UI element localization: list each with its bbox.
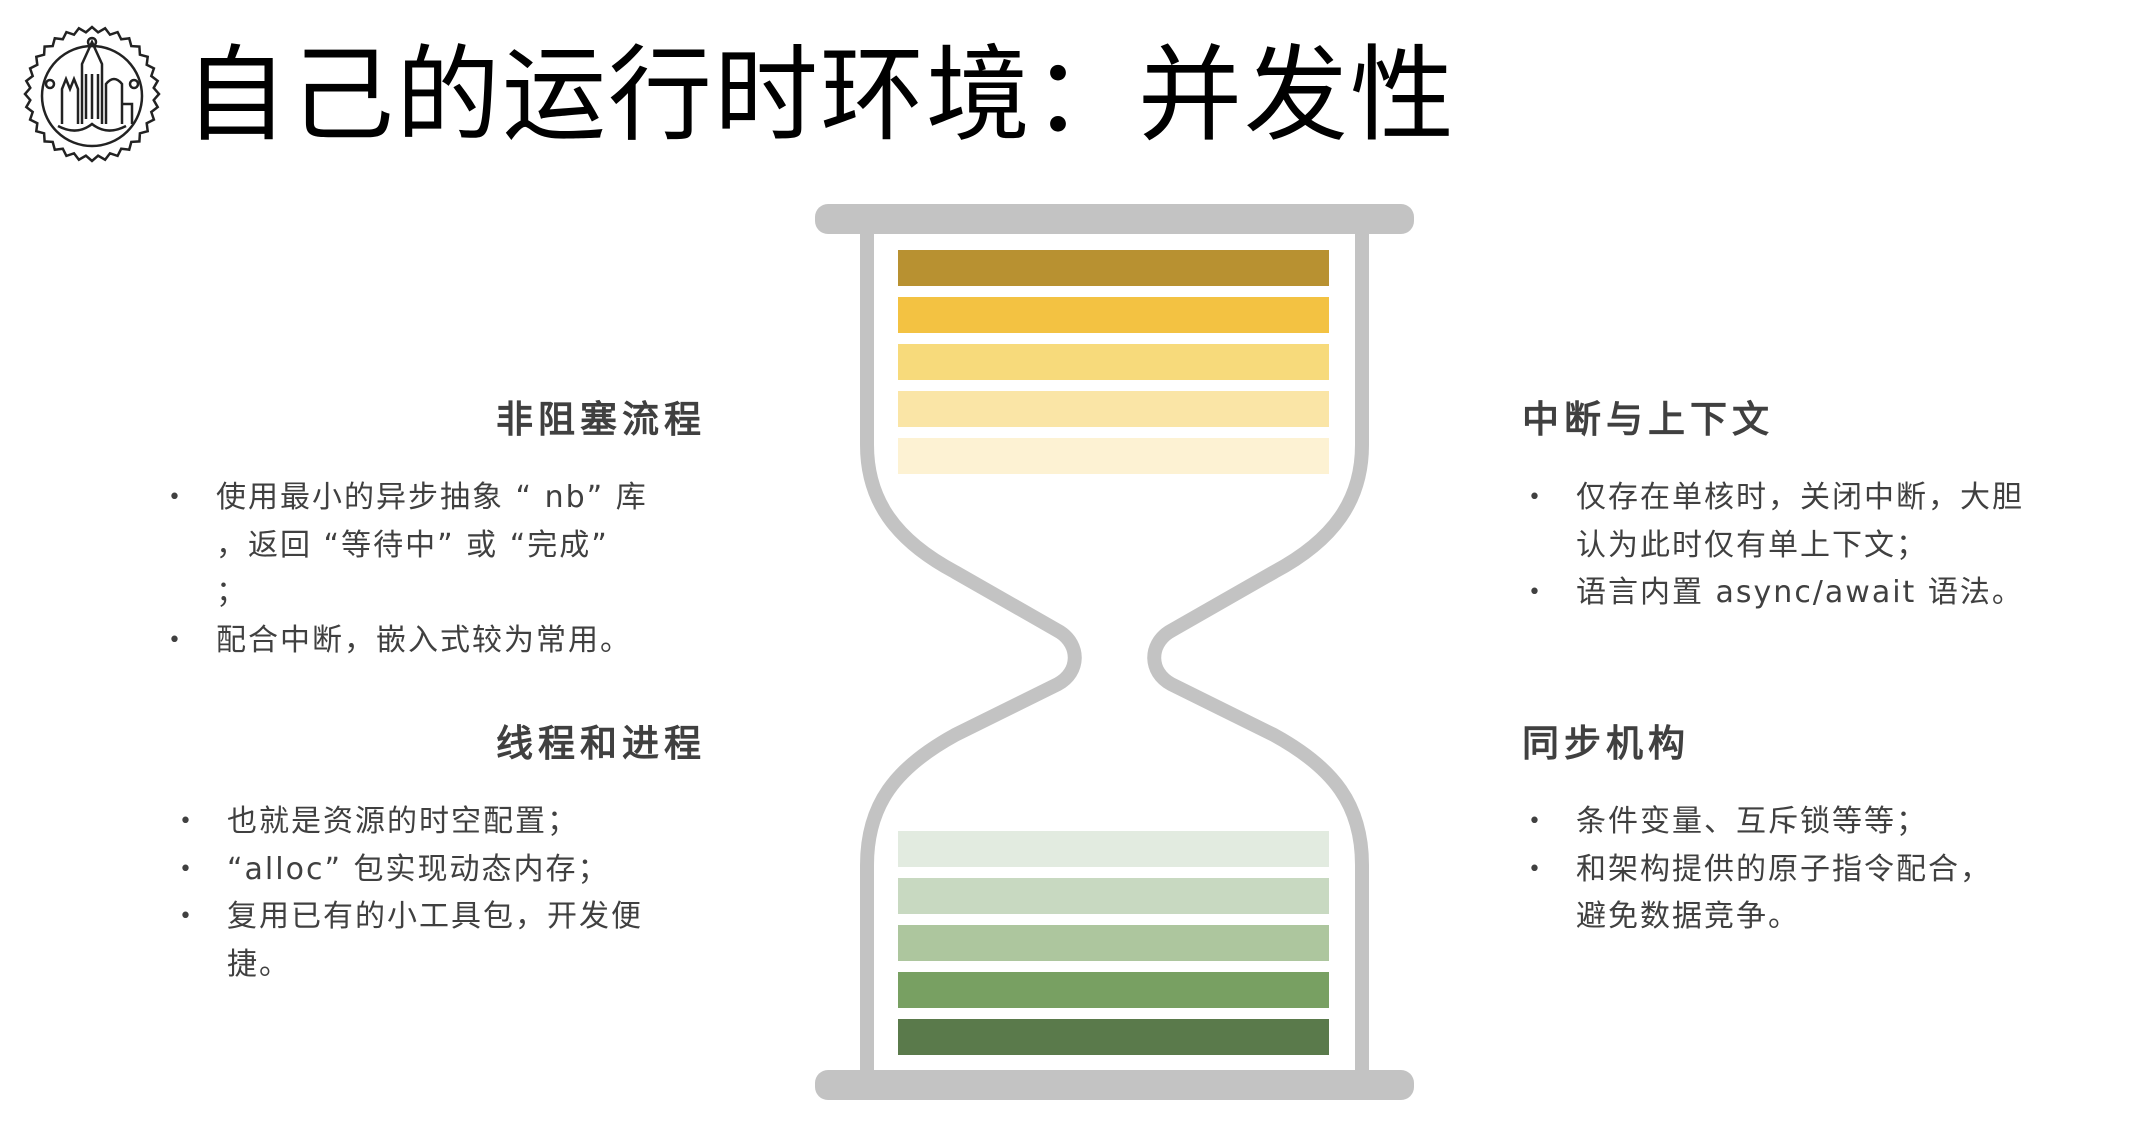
bullet-text: 认为此时仅有单上下文；: [1576, 527, 1928, 563]
sand-bar-top: [898, 344, 1329, 380]
hourglass-top-cap: [815, 204, 1414, 234]
list-interrupts: • 仅存在单核时，关闭中断，大胆认为此时仅有单上下文； • 语言内置 async/aw…: [1528, 474, 2024, 617]
bottom-sand-bars: [898, 831, 1329, 1055]
bullet-item: • 使用最小的异步抽象 “ nb” 库 ，返回 “等待中” 或 “完成” ；: [168, 474, 648, 617]
hourglass-frame: [815, 204, 1414, 1100]
list-nonblocking: • 使用最小的异步抽象 “ nb” 库 ，返回 “等待中” 或 “完成” ； • 配合中断…: [168, 474, 648, 665]
sand-bar-top: [898, 391, 1329, 427]
heading-nonblocking: 非阻塞流程: [496, 398, 706, 441]
bullet-text: 语言内置 async/await 语法。: [1576, 575, 2024, 610]
bullet-dot: •: [179, 904, 194, 929]
top-sand-bars: [898, 250, 1329, 474]
bullet-text: 和架构提供的原子指令配合，: [1576, 851, 1992, 887]
heading-threads: 线程和进程: [496, 722, 706, 765]
hourglass-right-side: [1147, 230, 1369, 1074]
bullet-dot: •: [179, 809, 194, 834]
bullet-text: 条件变量、互斥锁等等；: [1576, 804, 1928, 839]
sand-bar-top: [898, 250, 1329, 286]
bullet-dot: •: [179, 856, 194, 882]
bullet-item: • 语言内置 async/await 语法。: [1528, 569, 2024, 617]
bullet-dot: •: [1528, 809, 1543, 834]
bullet-text: ；: [216, 575, 248, 610]
logo-icon: [23, 25, 161, 163]
heading-sync: 同步机构: [1522, 722, 1690, 765]
bullet-dot: •: [168, 485, 183, 510]
bullet-text: ，返回 “等待中” 或 “完成”: [216, 527, 609, 563]
bullet-item: • 和架构提供的原子指令配合， 避免数据竞争。: [1528, 846, 1992, 941]
bullet-item: • 也就是资源的时空配置；: [179, 798, 643, 846]
bullet-text: 也就是资源的时空配置；: [227, 804, 579, 839]
bullet-item: • 仅存在单核时，关闭中断，大胆认为此时仅有单上下文；: [1528, 474, 2024, 569]
bullet-dot: •: [1528, 856, 1543, 882]
hourglass-bottom-cap: [815, 1070, 1414, 1100]
bullet-dot: •: [1528, 580, 1543, 605]
bullet-text: 复用已有的小工具包，开发便: [227, 899, 643, 934]
list-threads: • 也就是资源的时空配置； • “alloc” 包实现动态内存； • 复用已有的小工具包，…: [179, 798, 643, 988]
sand-bar-top: [898, 297, 1329, 333]
sand-bar-bottom: [898, 972, 1329, 1008]
bullet-text: 使用最小的异步抽象 “ nb” 库: [216, 480, 648, 515]
heading-interrupts: 中断与上下文: [1522, 398, 1774, 441]
page-title: 自己的运行时环境：并发性: [184, 34, 1457, 156]
sand-bar-bottom: [898, 925, 1329, 961]
bullet-text: 捷。: [227, 946, 291, 982]
bullet-text: “alloc” 包实现动态内存；: [227, 851, 610, 887]
bullet-text: 避免数据竞争。: [1576, 899, 1800, 934]
bullet-item: • “alloc” 包实现动态内存；: [179, 846, 643, 894]
bullet-dot: •: [168, 627, 183, 653]
sand-bar-top: [898, 438, 1329, 474]
hourglass-left-side: [860, 230, 1082, 1074]
sand-bar-bottom: [898, 1019, 1329, 1055]
sand-bar-bottom: [898, 831, 1329, 867]
bullet-item: • 条件变量、互斥锁等等；: [1528, 798, 1992, 846]
bullet-item: • 复用已有的小工具包，开发便捷。: [179, 893, 643, 988]
bullet-item: • 配合中断，嵌入式较为常用。: [168, 617, 648, 665]
bullet-dot: •: [1528, 485, 1543, 510]
sand-bar-bottom: [898, 878, 1329, 914]
bullet-text: 配合中断，嵌入式较为常用。: [216, 622, 632, 658]
list-sync: • 条件变量、互斥锁等等； • 和架构提供的原子指令配合， 避免数据竞争。: [1528, 798, 1992, 941]
bullet-text: 仅存在单核时，关闭中断，大胆: [1576, 480, 2024, 515]
